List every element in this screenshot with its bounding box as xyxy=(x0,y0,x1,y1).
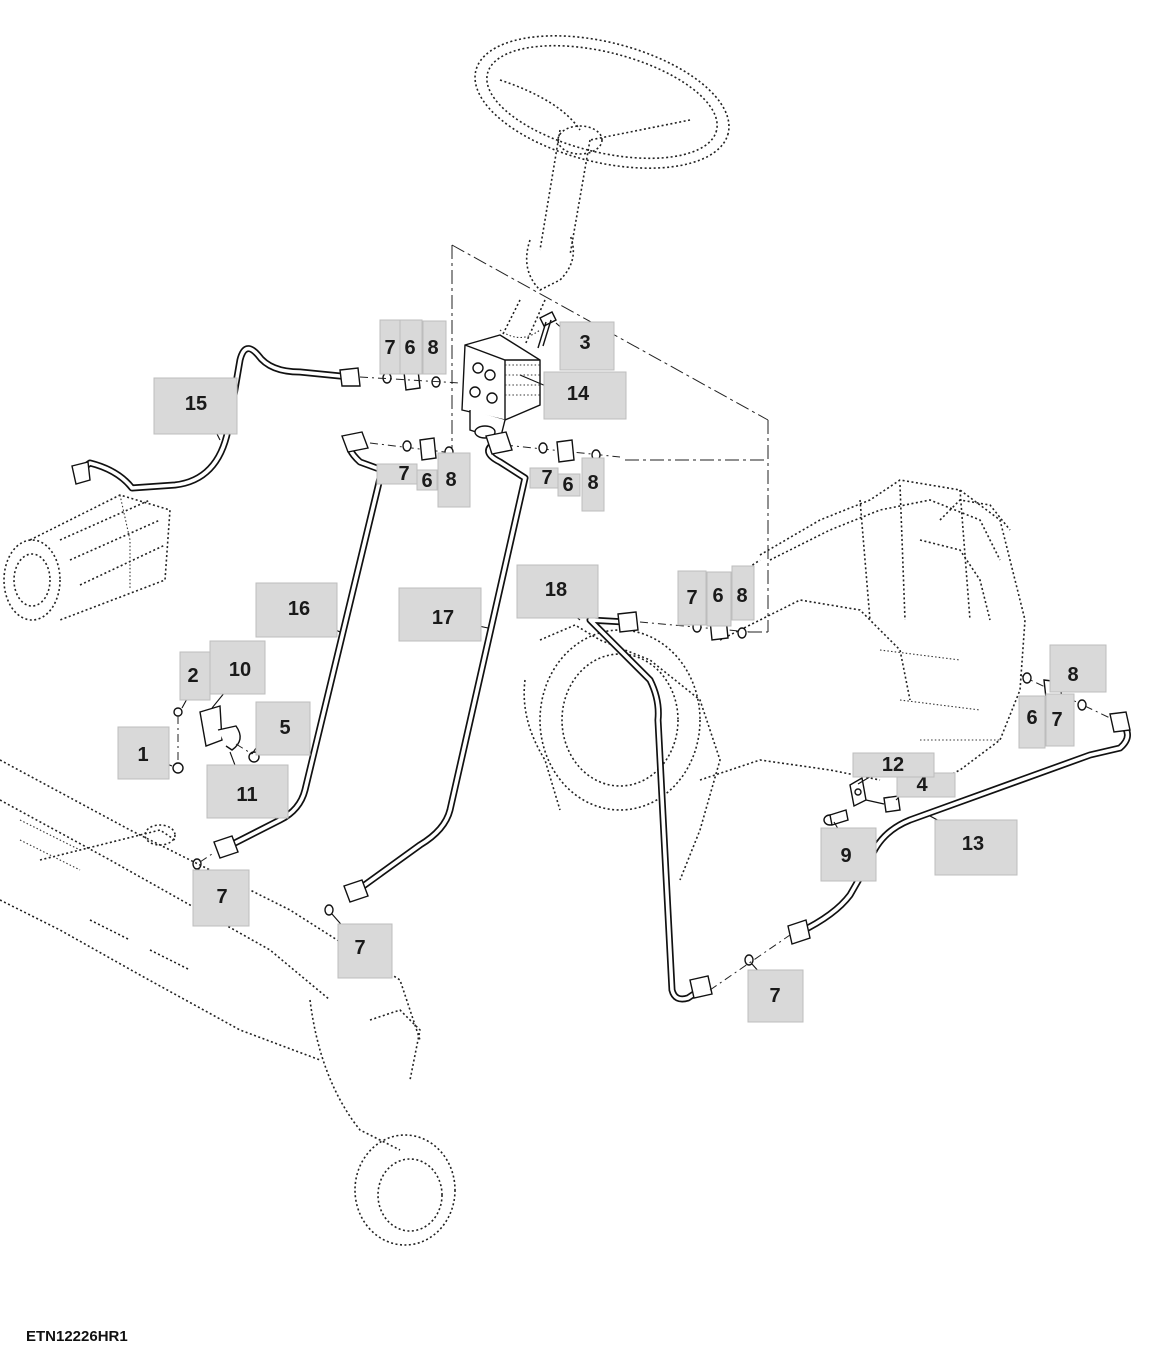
callout-8a-text: 8 xyxy=(427,337,438,359)
callout-15-text: 15 xyxy=(185,393,207,415)
callout-7b-text: 7 xyxy=(398,463,409,485)
steering-valve xyxy=(461,334,541,441)
front-axle xyxy=(0,759,456,1246)
callout-6a: 6 xyxy=(399,319,423,375)
callout-4-text: 4 xyxy=(916,774,928,796)
callout-8e-text: 8 xyxy=(1067,664,1078,686)
callout-7d-text: 7 xyxy=(686,587,697,609)
callout-9: 9 xyxy=(820,827,877,882)
tube-18 xyxy=(586,611,713,1003)
callout-6c-text: 6 xyxy=(562,474,573,496)
callout-14: 14 xyxy=(543,371,627,420)
callout-8c: 8 xyxy=(581,457,605,512)
sleeve-9 xyxy=(823,809,849,826)
callout-16: 16 xyxy=(255,582,338,638)
callout-10-text: 10 xyxy=(229,659,251,681)
callout-17-text: 17 xyxy=(432,607,454,629)
callout-6d-text: 6 xyxy=(712,585,723,607)
callout-6c: 6 xyxy=(557,473,581,497)
steering-column xyxy=(499,234,575,346)
callout-7c: 7 xyxy=(529,467,559,489)
callout-18: 18 xyxy=(516,564,599,619)
callout-11: 11 xyxy=(206,764,289,819)
callout-7h: 7 xyxy=(747,969,804,1023)
callout-18-text: 18 xyxy=(545,579,567,601)
callout-7e: 7 xyxy=(1045,693,1075,747)
figure-id: ETN12226HR1 xyxy=(26,1328,128,1345)
callout-2: 2 xyxy=(179,651,211,701)
callout-8b-text: 8 xyxy=(445,469,456,491)
mount-phantom-lines xyxy=(451,244,769,633)
callout-7c-text: 7 xyxy=(541,467,552,489)
clip-12 xyxy=(849,776,867,808)
callout-8a: 8 xyxy=(422,320,447,375)
callout-10: 10 xyxy=(209,640,266,695)
callout-2-text: 2 xyxy=(187,665,198,687)
callout-9-text: 9 xyxy=(840,845,851,867)
callout-13: 13 xyxy=(934,819,1018,876)
callout-7d: 7 xyxy=(677,570,707,626)
callout-6a-text: 6 xyxy=(404,337,415,359)
callout-7b: 7 xyxy=(376,463,418,485)
callout-7g-text: 7 xyxy=(354,937,365,959)
callout-12: 12 xyxy=(852,752,935,778)
tube-17 xyxy=(324,431,529,916)
callout-7e-text: 7 xyxy=(1051,709,1062,731)
callout-6e-text: 6 xyxy=(1026,707,1037,729)
bolt-3 xyxy=(537,311,557,349)
callout-11-text: 11 xyxy=(236,784,257,806)
callout-8d-text: 8 xyxy=(736,585,747,607)
callout-7a-text: 7 xyxy=(384,337,395,359)
bolt-4 xyxy=(865,795,901,813)
clamp-assembly xyxy=(172,705,260,774)
callout-7h-text: 7 xyxy=(769,985,780,1007)
callout-3: 3 xyxy=(559,321,615,371)
callout-5-text: 5 xyxy=(279,717,290,739)
callout-6e: 6 xyxy=(1018,695,1046,749)
callout-8d: 8 xyxy=(731,565,755,621)
callout-13-text: 13 xyxy=(962,833,984,855)
callout-14-text: 14 xyxy=(567,383,590,405)
callout-7a: 7 xyxy=(379,319,401,375)
callout-6b: 6 xyxy=(416,469,438,492)
callout-8b: 8 xyxy=(437,452,471,508)
callout-6d: 6 xyxy=(706,571,732,627)
callout-1: 1 xyxy=(117,726,170,780)
callout-8e: 8 xyxy=(1049,644,1107,693)
callout-5: 5 xyxy=(255,701,311,756)
callout-7f-text: 7 xyxy=(216,886,227,908)
leader-lines xyxy=(149,322,961,983)
callout-16-text: 16 xyxy=(288,598,310,620)
callout-8c-text: 8 xyxy=(587,472,598,494)
callout-6b-text: 6 xyxy=(421,470,432,492)
callout-17: 17 xyxy=(398,587,482,642)
callout-7g: 7 xyxy=(337,923,393,979)
steering-wheel xyxy=(474,35,730,256)
tube-13 xyxy=(709,711,1131,991)
callout-15: 15 xyxy=(153,377,238,435)
callout-1-text: 1 xyxy=(137,744,148,766)
callout-7f: 7 xyxy=(192,869,250,927)
callout-3-text: 3 xyxy=(579,332,590,354)
fitting-set-middle-left xyxy=(369,437,471,461)
callout-12-text: 12 xyxy=(882,754,904,776)
hydraulic-pump xyxy=(3,494,171,621)
